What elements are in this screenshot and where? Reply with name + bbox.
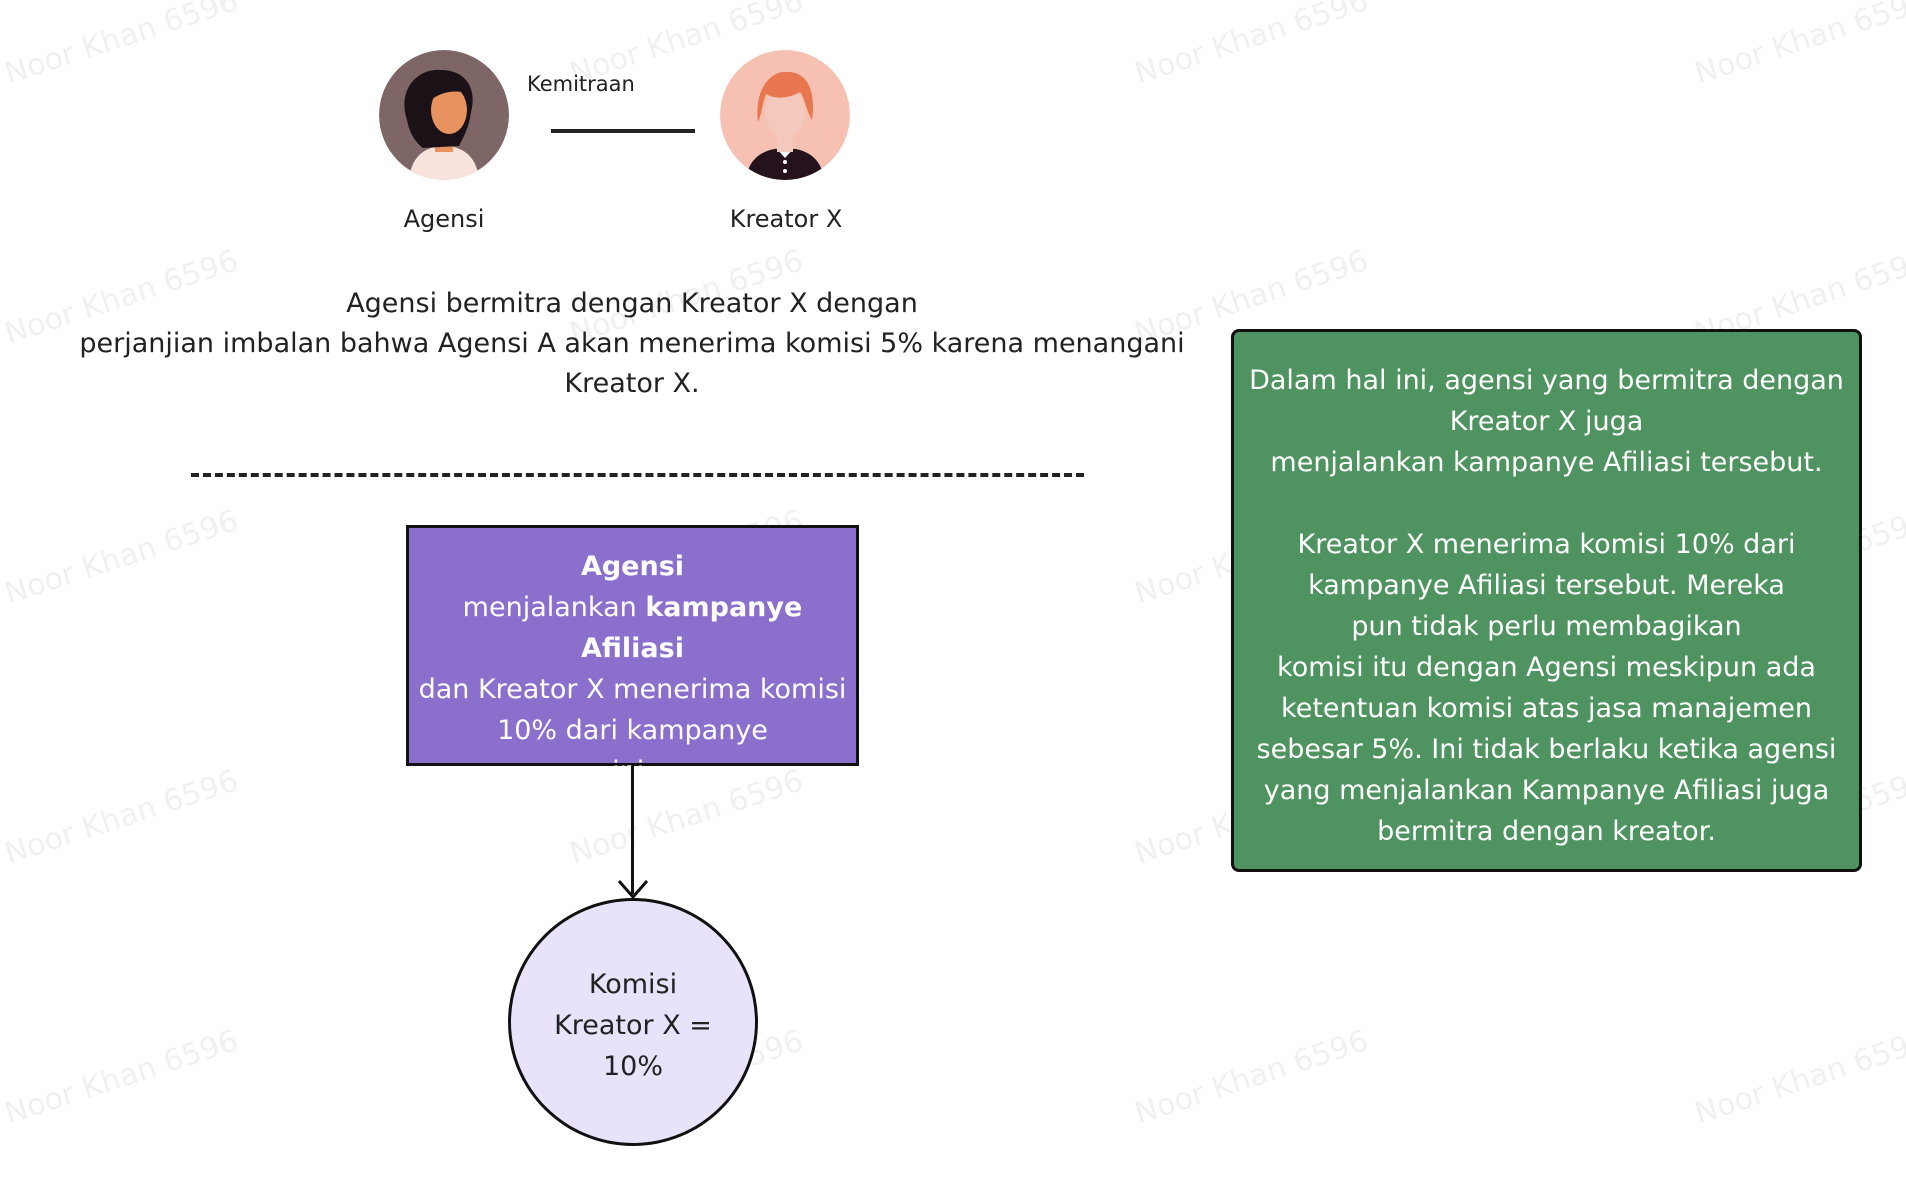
watermark: Noor Khan 6596: [0, 1023, 243, 1132]
partnership-label: Kemitraan: [527, 72, 635, 96]
note-line: sebesar 5%. Ini tidak berlaku ketika age…: [1256, 734, 1837, 765]
campaign-box-line: dan Kreator X menerima komisi: [418, 674, 847, 705]
campaign-box-line: 10% dari kampanye: [497, 715, 768, 746]
watermark: Noor Khan 6596: [1130, 1023, 1373, 1132]
watermark: Noor Khan 6596: [0, 503, 243, 612]
note-line: pun tidak perlu membagikan: [1351, 611, 1742, 642]
arrow-connector: [631, 766, 634, 894]
watermark: Noor Khan 6596: [0, 763, 243, 872]
campaign-box-title: Agensi: [580, 551, 685, 582]
paragraph-gap: [1234, 483, 1859, 524]
campaign-box-line-bold: kampanye Afiliasi: [581, 592, 803, 664]
agency-avatar: [379, 50, 509, 180]
commission-line: Kreator X =: [554, 1010, 712, 1041]
intro-line: perjanjian imbalan bahwa Agensi A akan m…: [79, 328, 1185, 359]
watermark: Noor Khan 6596: [1690, 0, 1906, 92]
watermark: Noor Khan 6596: [1130, 0, 1373, 92]
note-line: Dalam hal ini, agensi yang bermitra deng…: [1249, 365, 1844, 396]
intro-line: Agensi bermitra dengan Kreator X dengan: [346, 288, 918, 319]
note-box: Dalam hal ini, agensi yang bermitra deng…: [1231, 329, 1862, 872]
commission-line: 10%: [602, 1051, 663, 1082]
campaign-box: Agensi menjalankan kampanye Afiliasi dan…: [406, 525, 859, 787]
note-line: Kreator X menerima komisi 10% dari: [1297, 529, 1796, 560]
commission-line: Komisi: [588, 969, 678, 1000]
dashed-divider: [191, 473, 1084, 477]
creator-avatar: [720, 50, 850, 180]
intro-line: Kreator X.: [564, 368, 700, 399]
creator-label: Kreator X: [729, 205, 843, 233]
note-line: Kreator X juga: [1449, 406, 1644, 437]
note-line: ketentuan komisi atas jasa manajemen: [1281, 693, 1812, 724]
note-line: yang menjalankan Kampanye Afiliasi juga: [1263, 775, 1830, 806]
watermark: Noor Khan 6596: [1690, 1023, 1906, 1132]
note-line: kampanye Afiliasi tersebut. Mereka: [1308, 570, 1785, 601]
arrow-head-icon: [617, 880, 649, 900]
commission-circle: Komisi Kreator X = 10%: [508, 898, 758, 1146]
agency-label: Agensi: [403, 205, 485, 233]
note-line: menjalankan kampanye Afiliasi tersebut.: [1270, 447, 1823, 478]
intro-text: Agensi bermitra dengan Kreator X dengan …: [72, 284, 1192, 404]
watermark: Noor Khan 6596: [0, 0, 243, 92]
partnership-line: [551, 129, 695, 133]
campaign-box-line: menjalankan kampanye Afiliasi: [409, 587, 856, 669]
campaign-box-line-prefix: menjalankan: [462, 592, 646, 623]
note-line: komisi itu dengan Agensi meskipun ada: [1277, 652, 1816, 683]
note-line: bermitra dengan kreator.: [1377, 816, 1716, 847]
